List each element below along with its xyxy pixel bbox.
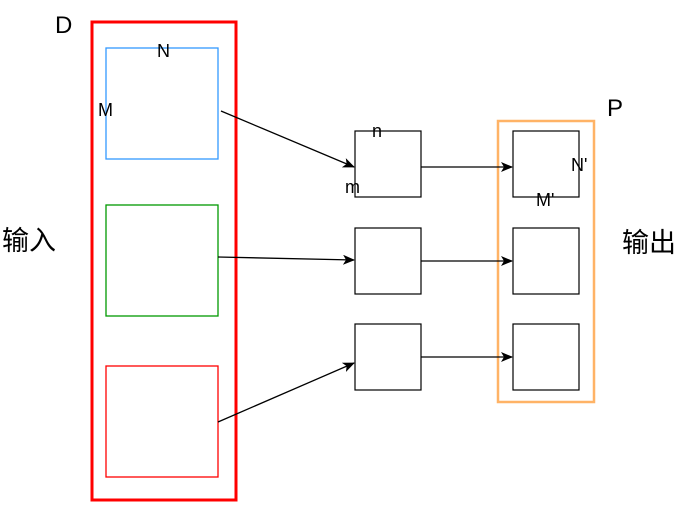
output-height-label: M'	[536, 190, 554, 210]
input-block-2	[105, 204, 219, 317]
output-width-label: N'	[571, 155, 587, 175]
output-group-label: P	[607, 95, 623, 122]
kernel-height-label: m	[345, 177, 360, 197]
input-caption: 输入	[2, 226, 56, 257]
kernel-block-2	[354, 227, 422, 295]
input-height-label: M	[98, 100, 113, 120]
input-width-label: N	[157, 41, 170, 61]
kernel-block-3	[354, 323, 422, 391]
arrow-input2-to-kernel2	[217, 254, 355, 265]
input-block-1	[105, 47, 219, 160]
input-group-box	[90, 20, 238, 502]
kernel-width-label: n	[372, 121, 382, 141]
arrow-input1-to-kernel1	[220, 110, 355, 168]
output-block-2	[512, 227, 580, 295]
input-group-label: D	[55, 12, 72, 39]
kernel-block-1	[354, 130, 422, 198]
output-block-1	[512, 130, 580, 198]
input-block-3	[105, 365, 219, 478]
output-caption: 输出	[622, 228, 676, 259]
output-block-3	[512, 323, 580, 391]
arrow-input3-to-kernel3	[217, 362, 355, 423]
